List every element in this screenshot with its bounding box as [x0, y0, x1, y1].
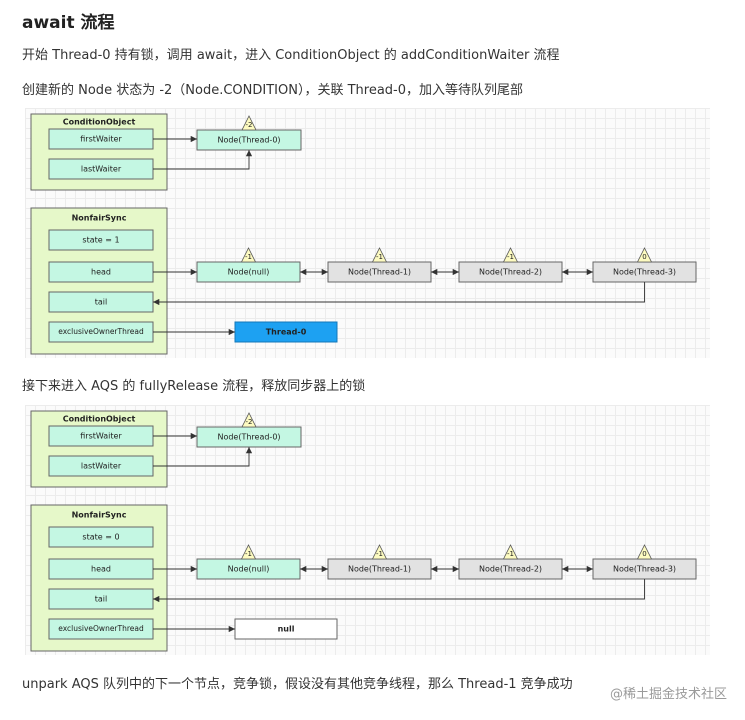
queue-node-status-3-label: 0 [642, 550, 646, 558]
watermark: @稀土掘金技术社区 [609, 687, 727, 702]
queue-node-status-3 [636, 544, 653, 560]
queue-node-status-1-label: -1 [376, 550, 383, 558]
queue-node-status-0 [240, 247, 257, 263]
queue-node-status-0-label: -1 [245, 550, 252, 558]
condition-node-status [241, 412, 257, 428]
tail-arrow [153, 282, 645, 306]
queue-node-label: Node(null) [228, 565, 270, 574]
diagram-svg: ConditionObjectfirstWaiterlastWaiterNode… [30, 410, 697, 652]
queue-node-status-3 [636, 247, 653, 263]
page-title: await 流程 [22, 13, 115, 33]
tail-label: tail [95, 595, 107, 604]
exclusive-owner-thread-label: exclusiveOwnerThread [58, 624, 144, 633]
nonfair-sync-title: NonfairSync [72, 511, 127, 520]
queue-node-status-2-label: -1 [507, 253, 514, 261]
tail-label: tail [95, 298, 107, 307]
queue-node-status-2-label: -1 [507, 550, 514, 558]
condition-node-label: Node(Thread-0) [217, 433, 280, 442]
first-waiter-label: firstWaiter [80, 135, 122, 144]
state-field [48, 526, 154, 548]
queue-node-label: Node(Thread-1) [348, 565, 411, 574]
first-waiter-label: firstWaiter [80, 432, 122, 441]
queue-node-label: Node(Thread-1) [348, 268, 411, 277]
paragraph-unpark: unpark AQS 队列中的下一个节点，竞争锁，假设没有其他竞争线程，那么 T… [22, 677, 573, 692]
queue-node-label: Node(Thread-3) [613, 268, 676, 277]
condition-node-label: Node(Thread-0) [217, 136, 280, 145]
condition-node-status-label: -2 [246, 121, 253, 129]
queue-node-status-0-label: -1 [245, 253, 252, 261]
nonfair-sync-title: NonfairSync [72, 214, 127, 223]
last-waiter-label: lastWaiter [81, 165, 122, 174]
queue-node-status-1 [371, 544, 388, 560]
last-waiter-label: lastWaiter [81, 462, 122, 471]
condition-node-status-label: -2 [246, 418, 253, 426]
queue-node-status-2 [502, 544, 519, 560]
owner-value-label: null [278, 625, 295, 634]
state-label: state = 1 [82, 236, 119, 245]
queue-node-label: Node(null) [228, 268, 270, 277]
condition-node-status [241, 115, 257, 131]
queue-node-status-2 [502, 247, 519, 263]
queue-node-status-0 [240, 544, 257, 560]
queue-node-label: Node(Thread-3) [613, 565, 676, 574]
last-waiter-arrow [153, 150, 253, 170]
condition-object-title: ConditionObject [63, 415, 136, 424]
last-waiter-arrow [153, 447, 253, 467]
head-label: head [91, 565, 111, 574]
queue-node-status-1-label: -1 [376, 253, 383, 261]
exclusive-owner-thread-label: exclusiveOwnerThread [58, 327, 144, 336]
paragraph-new-node: 创建新的 Node 状态为 -2（Node.CONDITION），关联 Thre… [22, 83, 524, 98]
queue-node-label: Node(Thread-2) [479, 565, 542, 574]
tail-arrow [153, 579, 645, 603]
diagram-svg: ConditionObjectfirstWaiterlastWaiterNode… [30, 113, 697, 355]
state-label: state = 0 [82, 533, 119, 542]
paragraph-fully-release: 接下来进入 AQS 的 fullyRelease 流程，释放同步器上的锁 [22, 379, 366, 394]
queue-node-label: Node(Thread-2) [479, 268, 542, 277]
state-field [48, 229, 154, 251]
owner-value-label: Thread-0 [266, 328, 307, 337]
queue-node-status-1 [371, 247, 388, 263]
condition-object-title: ConditionObject [63, 118, 136, 127]
paragraph-intro: 开始 Thread-0 持有锁，调用 await，进入 ConditionObj… [22, 48, 560, 63]
queue-node-status-3-label: 0 [642, 253, 646, 261]
head-label: head [91, 268, 111, 277]
